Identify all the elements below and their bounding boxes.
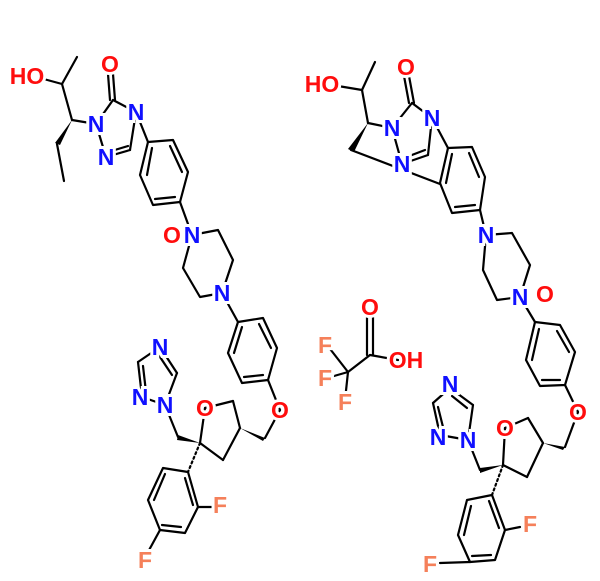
atom-label: OH (389, 347, 424, 373)
atom-label: O (271, 397, 289, 423)
right-molecule-bonds (336, 60, 580, 565)
atom-label: N (430, 424, 447, 450)
atom-label: O (101, 51, 119, 77)
atom-label: N (442, 371, 459, 397)
tfa-atoms: F F F O OH (315, 291, 426, 418)
atom-label: N (214, 280, 231, 306)
left-molecule-bonds (38, 55, 282, 554)
atom-label: F (423, 551, 437, 577)
atom-label: N (478, 222, 495, 248)
atom-label: F (213, 492, 227, 518)
atom-label: O (196, 395, 214, 421)
atom-label: N (184, 222, 201, 248)
atom-label: N (384, 115, 401, 141)
atom-label: N (132, 384, 149, 410)
atom-label: F (318, 332, 332, 358)
atom-label: O (569, 399, 587, 425)
atom-label: F (523, 511, 537, 537)
atom-label: F (338, 389, 352, 415)
left-molecule-atoms: HO O N N N N O N O N N N O F F (7, 48, 292, 576)
tfa-bonds (325, 310, 400, 402)
atom-label: N (157, 392, 174, 418)
atom-label: O (163, 222, 181, 248)
atom-label: F (138, 547, 152, 573)
atom-label: N (88, 111, 105, 137)
atom-label: O (361, 294, 379, 320)
atom-label: O (536, 281, 554, 307)
atom-label: N (98, 144, 115, 170)
atom-label: N (460, 427, 477, 453)
atom-label: N (424, 105, 441, 131)
atom-label: F (318, 365, 332, 391)
atom-label: O (397, 54, 415, 80)
atom-label: HO (10, 63, 45, 89)
atom-label: N (512, 284, 529, 310)
atom-label: N (128, 99, 145, 125)
atom-label: N (152, 334, 169, 360)
atom-label: N (394, 151, 411, 177)
atom-label: HO (305, 71, 340, 97)
atom-label: O (496, 415, 514, 441)
right-molecule-atoms: HO O N N N N N O O N N N O F F (302, 51, 590, 580)
